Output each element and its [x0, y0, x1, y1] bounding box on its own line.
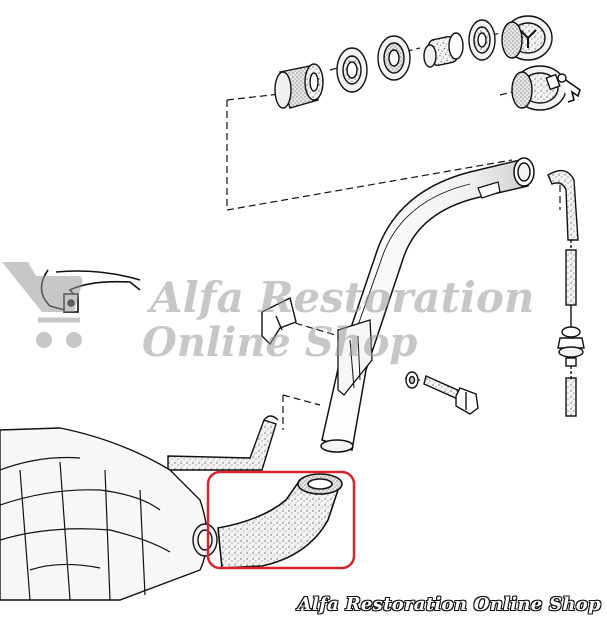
watermark-line1: Alfa Restoration — [146, 273, 534, 322]
footer-watermark: Alfa Restoration Online Shop — [297, 594, 601, 615]
rubber-grommet — [274, 63, 324, 109]
filler-hose — [217, 473, 343, 569]
filler-neck-seal — [336, 47, 368, 93]
cart-icon — [2, 262, 83, 348]
fuel-cap-locking — [511, 65, 581, 111]
filler-neck-gasket-ring — [377, 35, 411, 81]
fuel-filler-pipe — [320, 157, 535, 453]
bolt — [423, 375, 479, 415]
fuel-cap — [501, 15, 553, 61]
fuel-tank — [0, 427, 218, 601]
cap-gasket-small — [468, 19, 496, 61]
watermark-line2: Online Shop — [142, 319, 417, 366]
filler-neck-adapter — [423, 32, 464, 68]
vent-hose — [547, 169, 585, 417]
highlight-box — [206, 470, 356, 570]
watermark: Alfa Restoration Online Shop — [2, 262, 534, 366]
mounting-bracket-clip — [261, 296, 297, 346]
washer — [405, 371, 419, 389]
